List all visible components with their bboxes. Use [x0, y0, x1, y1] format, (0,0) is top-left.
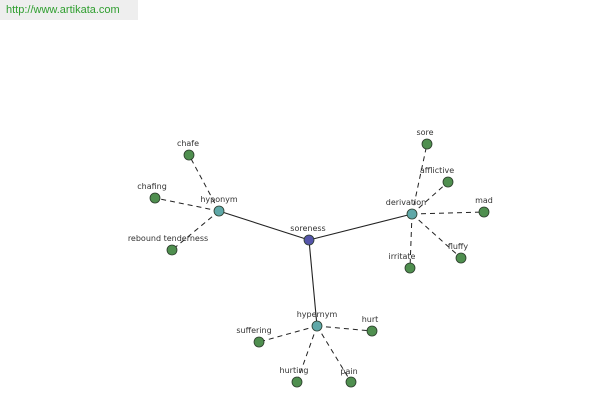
edge-root-hypernym: [308, 239, 318, 327]
word-label-mad[interactable]: mad: [475, 196, 493, 205]
word-label-hurt[interactable]: hurt: [362, 315, 379, 324]
word-label-irritate[interactable]: irritate: [389, 252, 416, 261]
edge-hypernym-2: [296, 325, 318, 383]
relation-label-derivation[interactable]: derivation: [386, 198, 426, 207]
word-label-sore[interactable]: sore: [416, 128, 433, 137]
edge-hypernym-0: [258, 325, 318, 343]
word-label-afflictive[interactable]: afflictive: [420, 166, 454, 175]
graph-labels: soreness hyponym chafe chafing rebound tende…: [128, 128, 493, 376]
relation-node-hyponym[interactable]: [213, 205, 225, 217]
edge-derivation-1: [411, 181, 449, 215]
watermark-link[interactable]: http://www.artikata.com: [0, 0, 138, 20]
word-node-chafe[interactable]: [183, 149, 195, 161]
word-node-irritate[interactable]: [404, 262, 416, 274]
root-node[interactable]: [303, 234, 315, 246]
word-label-hurting[interactable]: hurting: [280, 366, 309, 375]
edge-hyponym-1: [154, 197, 220, 212]
word-node-afflictive[interactable]: [442, 176, 454, 188]
word-node-mad[interactable]: [478, 206, 490, 218]
edge-derivation-2: [411, 211, 485, 215]
word-node-hurt[interactable]: [366, 325, 378, 337]
edge-hypernym-1: [316, 325, 373, 332]
word-label-rebound-tenderness[interactable]: rebound tenderness: [128, 234, 208, 243]
root-node-label[interactable]: soreness: [290, 224, 325, 233]
edge-derivation-3: [411, 213, 462, 259]
graph-edges: [154, 143, 485, 383]
word-node-fluffy[interactable]: [455, 252, 467, 264]
edge-root-derivation: [308, 213, 413, 241]
word-label-chafing[interactable]: chafing: [137, 182, 167, 191]
word-label-suffering[interactable]: suffering: [236, 326, 271, 335]
relation-node-derivation[interactable]: [406, 208, 418, 220]
edge-hyponym-2: [171, 210, 220, 251]
word-node-hurting[interactable]: [291, 376, 303, 388]
graph-nodes: [149, 138, 490, 388]
relation-label-hyponym[interactable]: hyponym: [200, 195, 238, 204]
word-node-suffering[interactable]: [253, 336, 265, 348]
relation-node-hypernym[interactable]: [311, 320, 323, 332]
edge-root-hyponym: [218, 210, 310, 241]
word-label-chafe[interactable]: chafe: [177, 139, 199, 148]
edge-hypernym-3: [316, 325, 352, 383]
relation-label-hypernym[interactable]: hypernym: [297, 310, 338, 319]
word-label-pain[interactable]: pain: [340, 367, 357, 376]
edge-derivation-4: [409, 213, 413, 269]
word-node-chafing[interactable]: [149, 192, 161, 204]
edge-hyponym-0: [188, 154, 220, 212]
word-label-fluffy[interactable]: fluffy: [448, 242, 469, 251]
word-node-sore[interactable]: [421, 138, 433, 150]
word-node-pain[interactable]: [345, 376, 357, 388]
word-node-rebound-tenderness[interactable]: [166, 244, 178, 256]
edge-derivation-0: [411, 143, 428, 215]
